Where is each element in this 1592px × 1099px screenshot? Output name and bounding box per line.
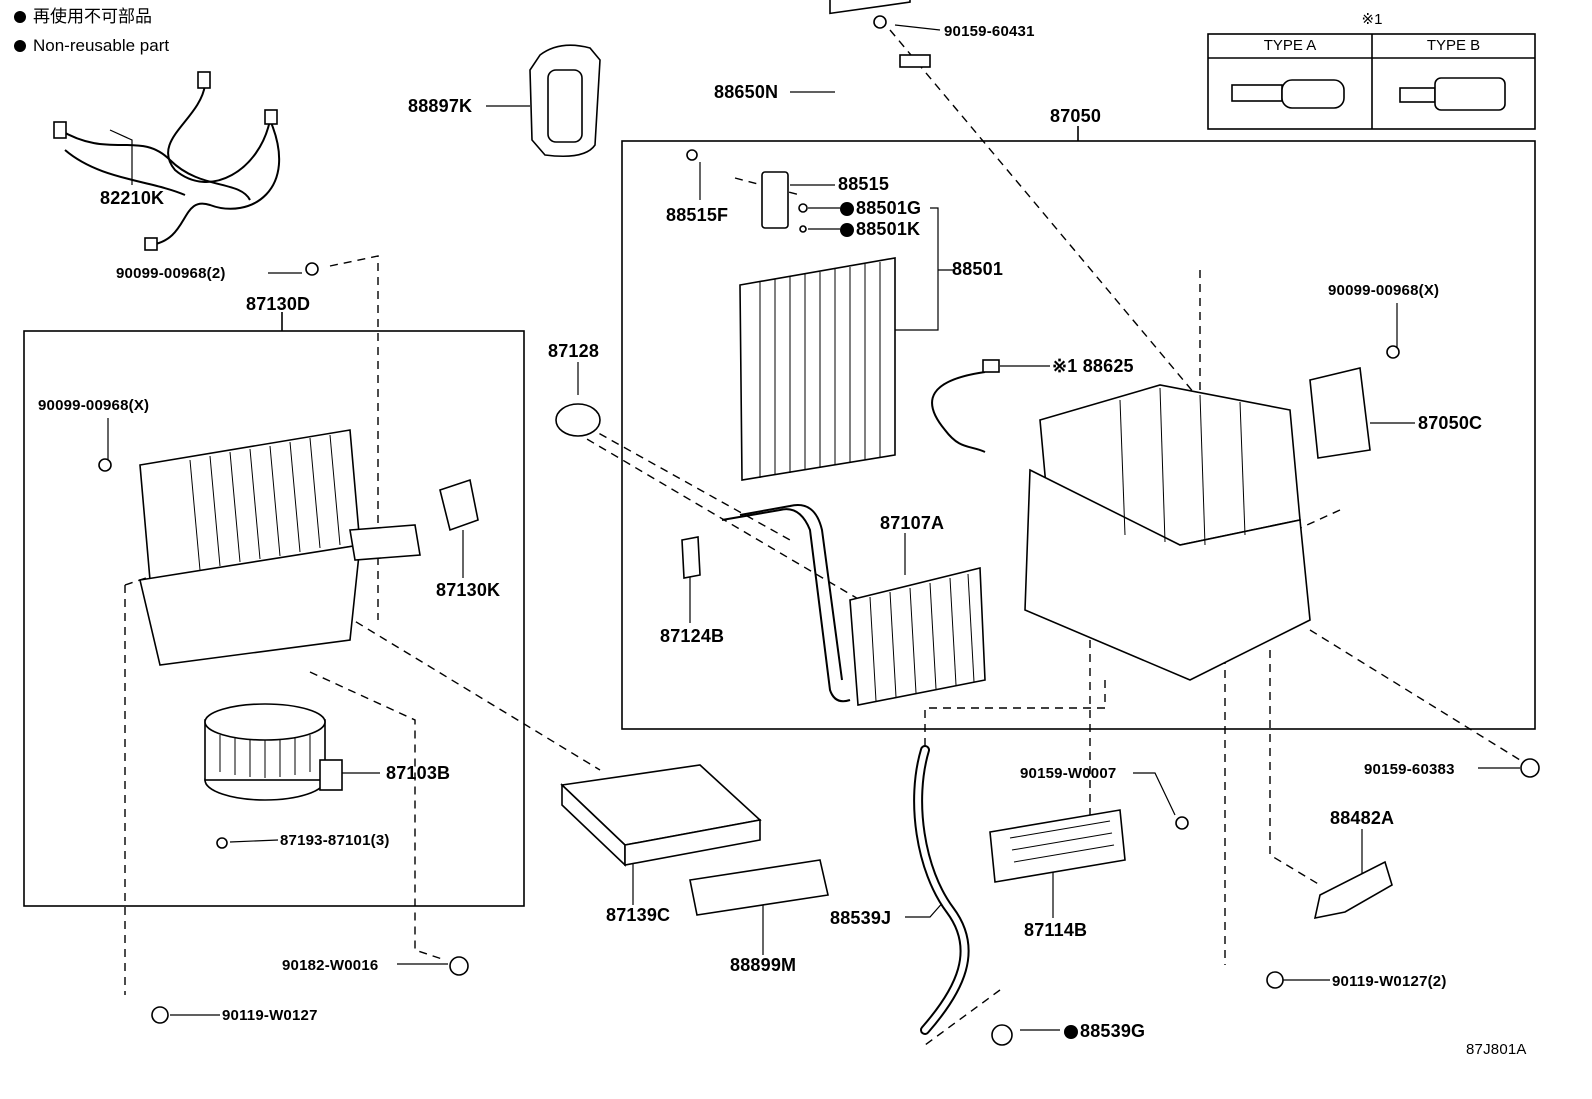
legend-dot-icon bbox=[14, 40, 26, 52]
part-label-87193-87101[interactable]: 87193-87101(3) bbox=[280, 832, 390, 849]
part-label-87130K[interactable]: 87130K bbox=[436, 580, 501, 600]
part-label-90119-W0127-2[interactable]: 90119-W0127(2) bbox=[1332, 973, 1447, 990]
part-label-88515F[interactable]: 88515F bbox=[666, 205, 729, 225]
housing-ribs bbox=[189, 434, 341, 571]
part-label-82210K[interactable]: 82210K bbox=[100, 188, 165, 208]
part-label-90159-60431[interactable]: 90159-60431 bbox=[944, 23, 1035, 40]
part-label-90159-60383[interactable]: 90159-60383 bbox=[1364, 761, 1455, 778]
part-label-88501[interactable]: 88501 bbox=[952, 259, 1004, 279]
nonreusable-dot-icon bbox=[1064, 1025, 1078, 1039]
part-label-90099-00968-x-left[interactable]: 90099-00968(X) bbox=[38, 397, 150, 414]
part-label-87050C[interactable]: 87050C bbox=[1418, 413, 1483, 433]
part-number: 88539G bbox=[1080, 1021, 1146, 1041]
box-87130D bbox=[23, 330, 525, 907]
legend-en-text: Non-reusable part bbox=[33, 36, 170, 55]
part-label-90159-W0007[interactable]: 90159-W0007 bbox=[1020, 765, 1117, 782]
part-label-90099-00968-x-right[interactable]: 90099-00968(X) bbox=[1328, 282, 1440, 299]
part-label-88501K[interactable]: 88501K bbox=[840, 219, 920, 239]
part-label-87130D[interactable]: 87130D bbox=[246, 294, 311, 314]
part-label-87107A[interactable]: 87107A bbox=[880, 513, 945, 533]
type-a-header: TYPE A bbox=[1263, 37, 1317, 54]
part-label-87128[interactable]: 87128 bbox=[548, 341, 600, 361]
part-label-90182-W0016[interactable]: 90182-W0016 bbox=[282, 957, 379, 974]
nonreusable-dot-icon bbox=[840, 223, 854, 237]
part-label-88625[interactable]: ※1 88625 bbox=[1052, 356, 1134, 376]
part-number: 88501K bbox=[856, 219, 921, 239]
part-label-90099-00968-2[interactable]: 90099-00968(2) bbox=[116, 265, 226, 282]
type-b-header: TYPE B bbox=[1426, 37, 1481, 54]
part-label-88482A[interactable]: 88482A bbox=[1330, 808, 1395, 828]
figure-code: 87J801A bbox=[1466, 1041, 1527, 1058]
legend-en: Non-reusable part bbox=[14, 35, 169, 57]
part-label-87103B[interactable]: 87103B bbox=[386, 763, 451, 783]
part-label-88539G[interactable]: 88539G bbox=[1064, 1021, 1145, 1041]
part-label-90119-W0127[interactable]: 90119-W0127 bbox=[222, 1007, 318, 1024]
legend-jp: 再使用不可部品 bbox=[14, 6, 152, 28]
part-number: 88501G bbox=[856, 198, 922, 218]
legend-jp-text: 再使用不可部品 bbox=[33, 7, 152, 26]
part-label-88539J[interactable]: 88539J bbox=[830, 908, 892, 928]
part-label-88515[interactable]: 88515 bbox=[838, 174, 890, 194]
part-label-87139C[interactable]: 87139C bbox=[606, 905, 671, 925]
part-label-88897K[interactable]: 88897K bbox=[408, 96, 473, 116]
note-ref: ※1 bbox=[1361, 11, 1383, 28]
part-label-87124B[interactable]: 87124B bbox=[660, 626, 725, 646]
legend-dot-icon bbox=[14, 11, 26, 23]
part-label-87114B[interactable]: 87114B bbox=[1024, 920, 1088, 940]
part-label-88501G[interactable]: 88501G bbox=[840, 198, 921, 218]
part-label-88650N[interactable]: 88650N bbox=[714, 82, 779, 102]
nonreusable-dot-icon bbox=[840, 202, 854, 216]
part-label-87050[interactable]: 87050 bbox=[1050, 106, 1102, 126]
part-label-88899M[interactable]: 88899M bbox=[730, 955, 797, 975]
